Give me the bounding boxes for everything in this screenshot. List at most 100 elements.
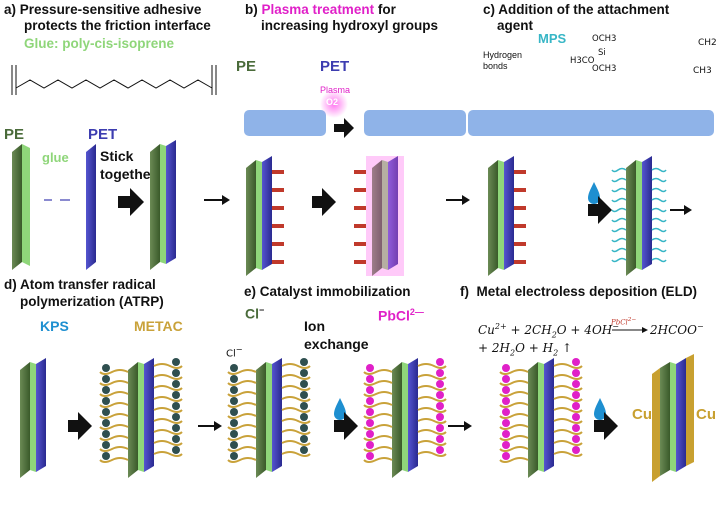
brush-chain xyxy=(499,391,529,397)
brush-chain xyxy=(499,457,529,463)
mps-tail xyxy=(651,187,667,193)
ion-mark xyxy=(366,397,374,405)
oh-stick xyxy=(514,242,526,246)
brush-chain xyxy=(417,440,447,446)
panel-d-title-line2: polymerization (ATRP) xyxy=(20,294,164,309)
metac-label: METAC xyxy=(134,318,183,334)
brush-chain xyxy=(553,440,583,446)
brush-chain xyxy=(99,391,129,397)
arrow-e-1 xyxy=(334,412,358,440)
brush-chain xyxy=(363,402,393,408)
pet-film-a xyxy=(86,144,96,270)
oh-stick xyxy=(354,242,366,246)
brush-chain xyxy=(153,363,183,369)
mps-tail xyxy=(651,207,667,213)
brush-chain xyxy=(417,385,447,391)
cl-label-e: Cl− xyxy=(245,305,265,322)
brush-chain xyxy=(281,396,311,402)
oh-groups-b xyxy=(272,170,284,264)
oh-stick xyxy=(514,206,526,210)
brush-chain xyxy=(153,374,183,380)
brush-chain xyxy=(499,435,529,441)
brush-chain xyxy=(363,424,393,430)
arrow-a-2-head xyxy=(222,195,230,205)
ion-mark xyxy=(436,435,444,443)
ion-mark xyxy=(502,419,510,427)
ion-mark xyxy=(436,391,444,399)
ion-mark xyxy=(230,408,238,416)
pe-label-a: PE xyxy=(4,126,25,143)
ion-mark xyxy=(172,424,180,432)
ion-mark xyxy=(502,375,510,383)
mps-tail xyxy=(611,217,627,223)
hydrogen-label: Hydrogen xyxy=(483,50,523,60)
laminate-a xyxy=(150,140,176,270)
ion-mark xyxy=(366,430,374,438)
h3co-label: H3CO xyxy=(570,56,595,66)
ion-mark xyxy=(572,380,580,388)
mps-backbone-band-c xyxy=(468,110,714,136)
mps-tails-c xyxy=(611,167,667,263)
brush-chain xyxy=(99,435,129,441)
brush-chain xyxy=(99,457,129,463)
brush-chain xyxy=(417,418,447,424)
oh-stick xyxy=(272,260,284,264)
ion-mark xyxy=(436,380,444,388)
copper-coated-laminate xyxy=(652,354,694,482)
brush-chain xyxy=(499,413,529,419)
pe-label-b: PE xyxy=(236,58,257,75)
laminate-f-pbcl xyxy=(528,358,554,478)
ion-mark xyxy=(172,358,180,366)
mps-tail xyxy=(611,257,627,263)
oh-stick xyxy=(514,188,526,192)
ion-mark xyxy=(366,364,374,372)
oh-stick xyxy=(354,260,366,264)
ch3-label: CH3 xyxy=(693,66,712,76)
ion-mark xyxy=(300,380,308,388)
ion-mark xyxy=(366,452,374,460)
brush-chain xyxy=(227,435,257,441)
brush-chain xyxy=(227,391,257,397)
mps-tail xyxy=(611,247,627,253)
brush-chain xyxy=(99,380,129,386)
panel-a-title-line2: protects the friction interface xyxy=(24,18,211,33)
ion-mark xyxy=(230,430,238,438)
ion-mark xyxy=(366,419,374,427)
isoprene-structure xyxy=(11,65,217,95)
laminate-b xyxy=(246,156,272,276)
eld-equation-line2: + 2H2O + H2 ↑ xyxy=(478,341,573,358)
arrow-a-1 xyxy=(118,188,144,216)
brush-chain xyxy=(153,451,183,457)
brush-chain xyxy=(99,369,129,375)
brush-chain xyxy=(99,402,129,408)
cu-label-left: Cu xyxy=(632,406,652,423)
mps-tail xyxy=(611,237,627,243)
ion-mark xyxy=(502,430,510,438)
mps-tail xyxy=(651,247,667,253)
polymer-brush-f xyxy=(499,358,583,463)
brush-chain xyxy=(417,363,447,369)
ion-mark xyxy=(572,358,580,366)
mps-tail xyxy=(651,227,667,233)
ion-mark xyxy=(102,375,110,383)
ion-mark xyxy=(230,419,238,427)
laminate-d-brush xyxy=(128,358,154,478)
ion-mark xyxy=(300,446,308,454)
arrow-c-2-head xyxy=(684,205,692,215)
ion-mark xyxy=(230,452,238,460)
brush-chain xyxy=(281,374,311,380)
laminate-c-silanized xyxy=(626,156,652,276)
ion-mark xyxy=(102,430,110,438)
brush-chain xyxy=(227,446,257,452)
brush-chain xyxy=(153,385,183,391)
mps-tail xyxy=(611,167,627,173)
brush-chain xyxy=(417,396,447,402)
brush-chain xyxy=(227,457,257,463)
ion-mark xyxy=(230,364,238,372)
mps-tail xyxy=(651,197,667,203)
arrow-c-1 xyxy=(588,196,612,224)
ion-mark xyxy=(172,391,180,399)
brush-chain xyxy=(99,413,129,419)
cl-label-d: Cl− xyxy=(226,344,243,360)
ion-mark xyxy=(230,375,238,383)
